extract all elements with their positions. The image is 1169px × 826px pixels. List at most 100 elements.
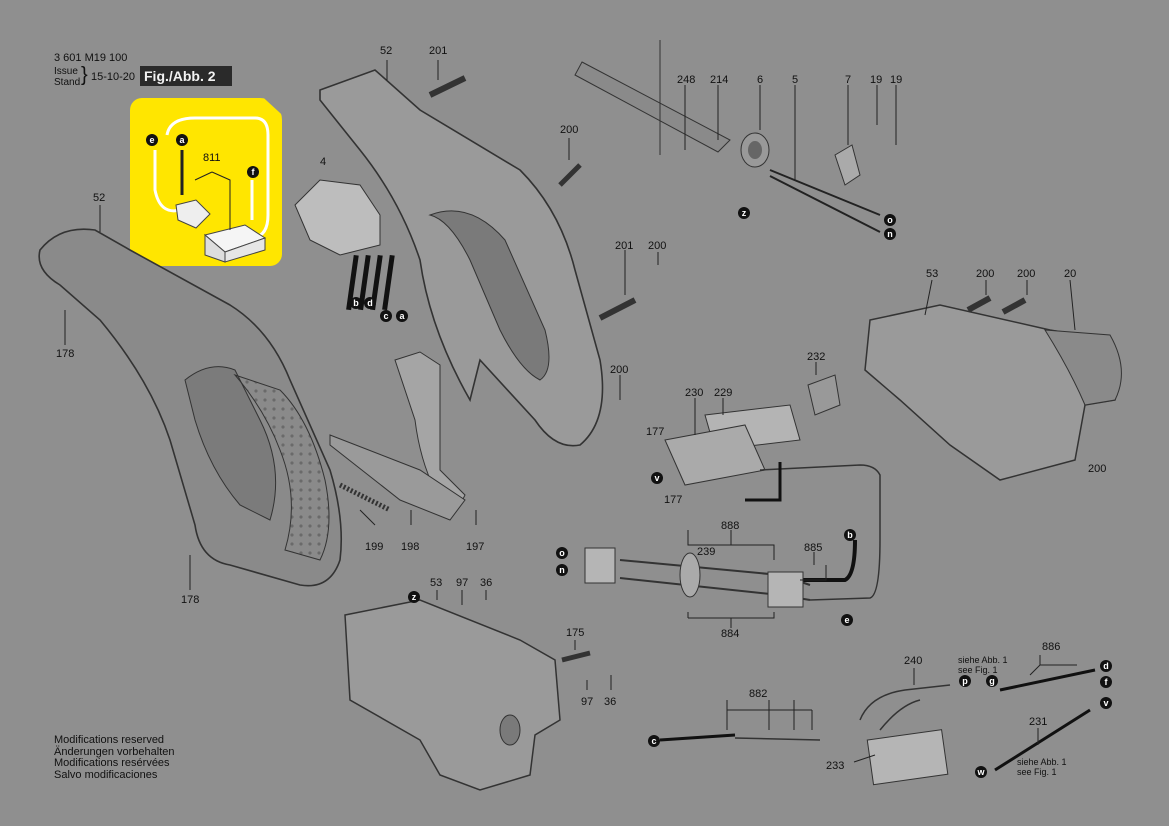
callout-7: 7 [845, 74, 852, 86]
callout-884: 884 [721, 628, 740, 640]
svg-text:o: o [559, 548, 565, 558]
wire-tag: f [1100, 676, 1112, 688]
reference-note-de-1: siehe Abb. 1 [958, 655, 1008, 665]
svg-text:b: b [847, 530, 853, 540]
wire-tag: v [1100, 697, 1112, 709]
reference-note-en-2: see Fig. 1 [1017, 767, 1057, 777]
wire-tag: w [975, 766, 987, 778]
callout-177-lower: 177 [664, 494, 683, 506]
callout-886: 886 [1042, 641, 1061, 653]
note-en: Modifications reserved [54, 734, 165, 746]
callout-19-a: 19 [870, 74, 883, 86]
carbon-brush-set [153, 116, 270, 240]
callout-53-lower: 53 [430, 577, 443, 589]
svg-text:f: f [1105, 677, 1109, 687]
svg-text:p: p [962, 676, 968, 686]
wire-tag: d [364, 297, 376, 309]
brush-holder [175, 199, 267, 263]
callout-200-right: 200 [1088, 463, 1107, 475]
callout-5: 5 [792, 74, 799, 86]
wire-tag: e [146, 134, 158, 146]
fan-housing-lower [344, 599, 561, 791]
wire-tag: b [844, 529, 856, 541]
svg-text:w: w [976, 767, 985, 777]
shaft [574, 40, 881, 233]
wire-tag: n [556, 564, 568, 576]
callout-199: 199 [365, 541, 384, 553]
callout-231: 231 [1029, 716, 1048, 728]
callout-178-upper: 178 [56, 348, 75, 360]
note-fr: Modifications resérvées [54, 757, 170, 769]
part-number: 3 601 M19 100 [54, 52, 128, 64]
wire-tag: f [247, 166, 259, 178]
callout-198: 198 [401, 541, 420, 553]
svg-text:n: n [887, 229, 893, 239]
wire-tag: b [350, 297, 362, 309]
wire-tag: c [380, 310, 392, 322]
svg-text:f: f [252, 167, 256, 177]
svg-text:z: z [742, 208, 747, 218]
note-de: Änderungen vorbehalten [54, 745, 175, 758]
callout-240: 240 [904, 655, 923, 667]
wiring-harness [584, 462, 881, 608]
callout-175: 175 [566, 627, 585, 639]
svg-text:e: e [844, 615, 849, 625]
cable-assembly [659, 668, 1096, 786]
wire-tag: z [408, 591, 420, 603]
svg-text:a: a [399, 311, 405, 321]
callout-888: 888 [721, 520, 740, 532]
modification-notes: Modifications reserved Änderungen vorbeh… [54, 734, 175, 781]
note-es: Salvo modificaciones [54, 768, 158, 781]
wire-tag: a [176, 134, 188, 146]
callout-97-lower: 97 [581, 696, 594, 708]
callout-214: 214 [710, 74, 729, 86]
callout-885: 885 [804, 542, 823, 554]
wire-tag: p [959, 675, 971, 687]
wire-tag: o [556, 547, 568, 559]
callout-178-lower: 178 [181, 594, 200, 606]
callout-233: 233 [826, 760, 845, 772]
callout-201-mid: 201 [615, 240, 634, 252]
svg-text:v: v [654, 473, 659, 483]
callout-200-lower: 200 [610, 364, 629, 376]
callout-201-top: 201 [429, 45, 448, 57]
callout-197: 197 [466, 541, 485, 553]
callout-19-b: 19 [890, 74, 903, 86]
callout-230: 230 [685, 387, 704, 399]
callout-248: 248 [677, 74, 696, 86]
svg-text:n: n [559, 565, 565, 575]
callout-36-upper: 36 [480, 577, 493, 589]
screw-set [428, 75, 1027, 663]
handle-half-left [38, 228, 342, 587]
callout-52-left: 52 [93, 192, 106, 204]
wire-tag: e [841, 614, 853, 626]
callout-36-lower: 36 [604, 696, 617, 708]
callout-811: 811 [203, 152, 221, 164]
fan-housing-upper [864, 304, 1122, 481]
svg-text:d: d [367, 298, 373, 308]
handle-half-right [319, 69, 604, 447]
svg-text:z: z [412, 592, 417, 602]
wire-tag: v [651, 472, 663, 484]
wire-tag: z [738, 207, 750, 219]
leader-lines [64, 60, 1077, 763]
switch-assembly [294, 179, 395, 311]
wire-tag: d [1100, 660, 1112, 672]
svg-text:e: e [149, 135, 154, 145]
wire-tag: o [884, 214, 896, 226]
callout-177-upper: 177 [646, 426, 665, 438]
callout-232: 232 [807, 351, 826, 363]
callout-882: 882 [749, 688, 768, 700]
reference-note-de-2: siehe Abb. 1 [1017, 757, 1067, 767]
svg-text:g: g [989, 676, 995, 686]
wire-tag: n [884, 228, 896, 240]
svg-text:c: c [651, 736, 656, 746]
callout-53-upper: 53 [926, 268, 939, 280]
svg-text:b: b [353, 298, 359, 308]
callout-200-b: 200 [1017, 268, 1036, 280]
callout-6: 6 [757, 74, 764, 86]
svg-text:a: a [179, 135, 185, 145]
callout-97-upper: 97 [456, 577, 469, 589]
